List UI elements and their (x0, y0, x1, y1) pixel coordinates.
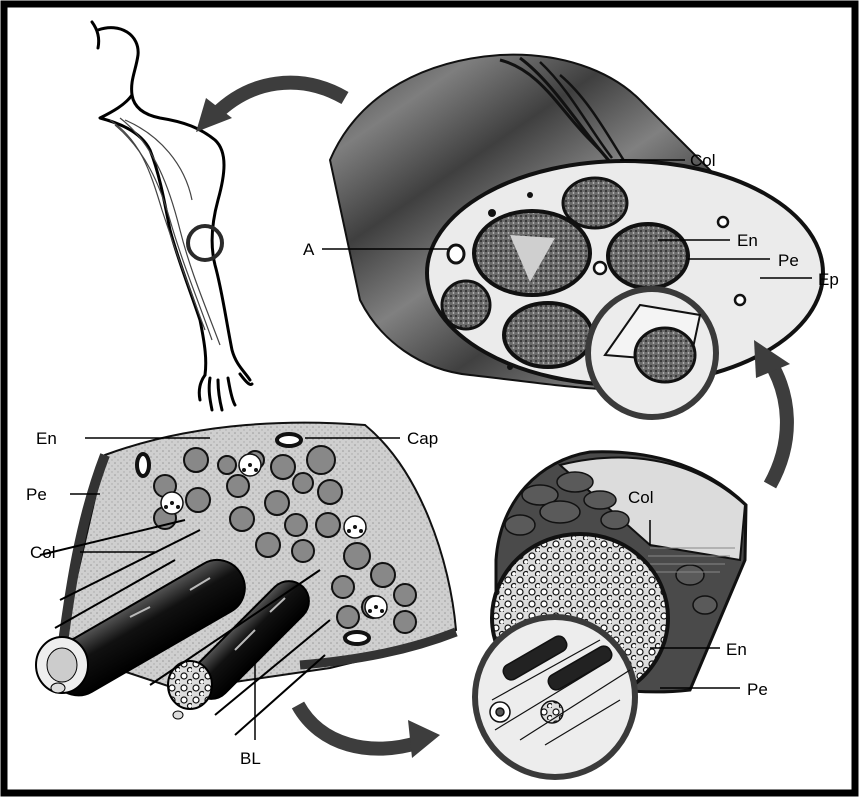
label-col-left: Col (30, 543, 56, 562)
label-pe-top: Pe (778, 251, 799, 270)
fascicle (563, 178, 627, 228)
label-col-top: Col (690, 151, 716, 170)
artery (448, 245, 464, 263)
fascicle (442, 281, 490, 329)
fascicle (504, 303, 592, 367)
label-en-top: En (737, 231, 758, 250)
label-pe-left: Pe (26, 485, 47, 504)
label-cap-left: Cap (407, 429, 438, 448)
capillary (345, 632, 369, 644)
label-en-left: En (36, 429, 57, 448)
capillary (277, 434, 301, 446)
label-a-top: A (303, 240, 315, 259)
label-bl-left: BL (240, 749, 261, 768)
label-en-right: En (726, 640, 747, 659)
label-col-right: Col (628, 488, 654, 507)
label-pe-right: Pe (747, 680, 768, 699)
capillary (137, 454, 149, 476)
fascicle-perineurium (608, 224, 688, 288)
label-ep-top: Ep (818, 270, 839, 289)
